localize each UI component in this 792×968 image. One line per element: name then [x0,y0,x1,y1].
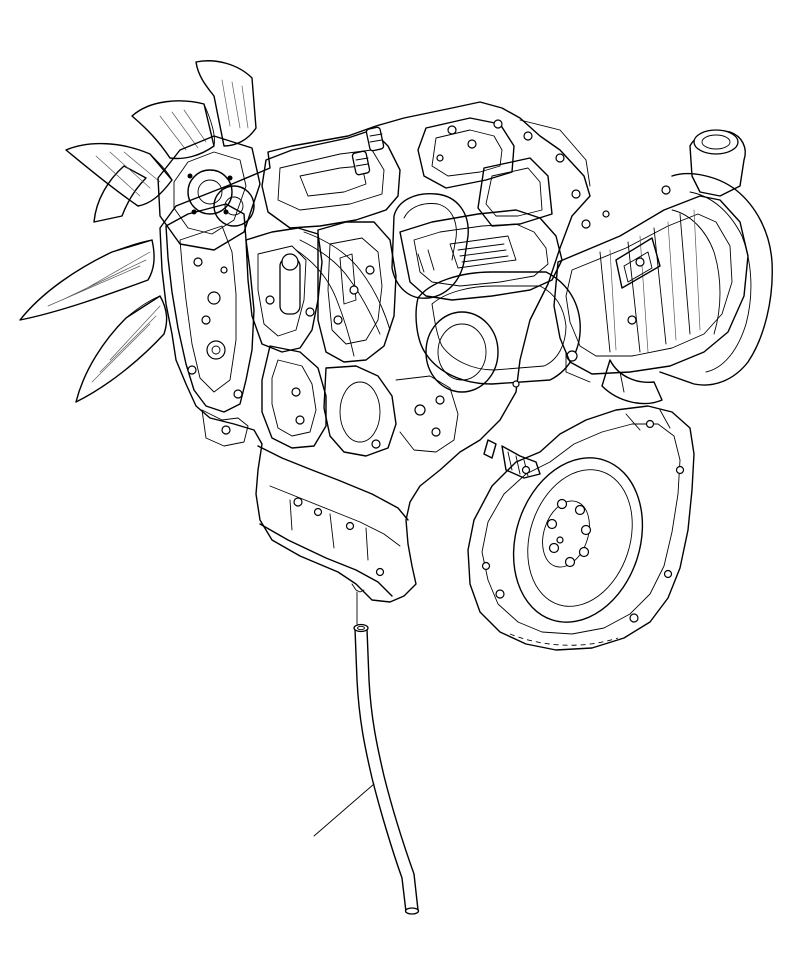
oil-level-dipstick-tube [353,623,420,915]
engine-assembly [159,101,591,625]
flywheel-housing [467,405,695,651]
callout-leader-line [313,783,375,837]
dipstick-callout [313,783,375,837]
turbocharger [553,129,773,405]
air-intake-housing [391,117,591,393]
cooling-fan [19,60,261,403]
